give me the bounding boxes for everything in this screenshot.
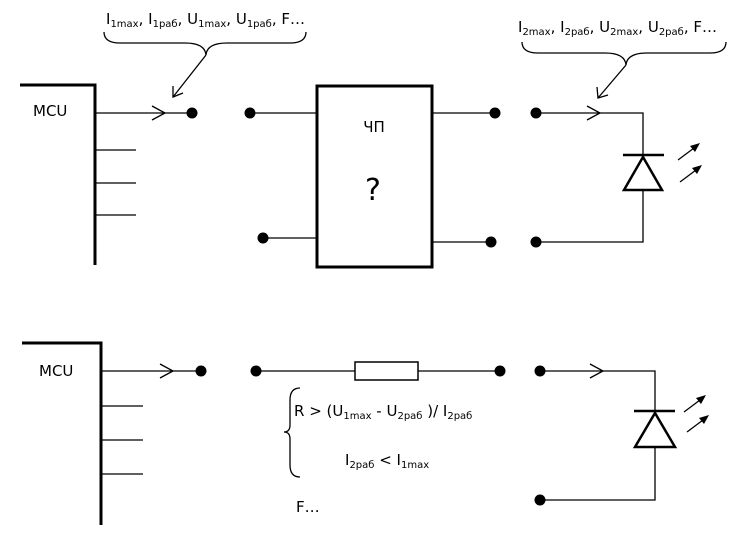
bottom-formula-tail: F… — [296, 498, 320, 516]
top-led-diode-icon — [621, 143, 702, 192]
top-terminal — [485, 236, 497, 248]
bottom-light-emission-icon — [683, 395, 709, 433]
converter-box — [315, 84, 434, 269]
top-output-pointer — [597, 64, 627, 99]
converter-unknown-symbol: ? — [365, 173, 381, 208]
bottom-led-diode-icon — [632, 395, 709, 449]
bottom-mcu-block: MCU — [22, 341, 175, 525]
bottom-light-ray-head — [696, 395, 706, 404]
top-mcu-block: MCU — [20, 83, 167, 265]
top-light-emission-icon — [677, 143, 702, 183]
bottom-mcu-outline — [22, 341, 103, 525]
top-input-pointer — [172, 54, 207, 98]
converter-label: ЧП — [363, 118, 385, 136]
bottom-circuit: MCU R > (U1max - U2раб )/ I2раб I2раб < … — [22, 341, 709, 525]
bottom-terminal — [494, 365, 506, 377]
top-input-params-label: I1max, I1раб, U1max, U1раб, F… — [106, 10, 305, 30]
top-output-arrow — [586, 105, 602, 121]
bottom-light-ray-head — [699, 415, 709, 424]
top-input-brace — [103, 31, 307, 56]
top-terminal — [489, 107, 501, 119]
bottom-terminal — [195, 365, 207, 377]
top-output-brace — [521, 41, 727, 66]
top-led-triangle — [621, 154, 665, 192]
top-output-params-label: I2max, I2раб, U2max, U2раб, F… — [518, 18, 717, 38]
top-circuit: MCU I1max, I1раб, U1max, U1раб, F… ЧП ? — [20, 10, 727, 269]
current-condition: I2раб < I1max — [345, 451, 429, 471]
top-terminal — [186, 107, 198, 119]
resistor-formula: R > (U1max - U2раб )/ I2раб — [294, 402, 472, 422]
top-input-pointer-head — [172, 86, 184, 98]
bottom-mcu-label: MCU — [39, 362, 73, 380]
bottom-formula-brace — [283, 387, 301, 478]
bottom-led-triangle — [632, 410, 678, 449]
bottom-output-arrow — [589, 363, 605, 379]
top-light-ray-head — [692, 165, 702, 174]
resistor — [354, 361, 419, 381]
top-output-pointer-head — [596, 86, 609, 99]
top-led-loop — [536, 112, 644, 243]
bottom-led-loop — [540, 370, 656, 501]
top-mcu-label: MCU — [33, 102, 67, 120]
top-light-ray-head — [690, 143, 700, 152]
frequency-converter-block: ЧП ? — [315, 84, 434, 269]
top-mcu-outline — [20, 83, 97, 265]
